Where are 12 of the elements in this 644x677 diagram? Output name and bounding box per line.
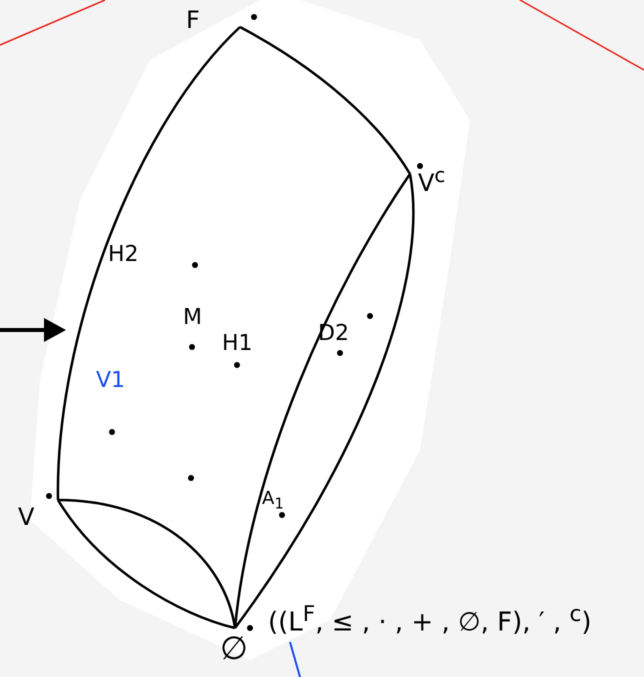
- structure-formula: ((L$^{F}$, ≤ , · , + , ∅, F), ′ , $^{c}$): [268, 604, 592, 636]
- region-label: H2: [108, 244, 139, 266]
- lattice-curve: [56, 26, 241, 500]
- lattice-curve: [239, 26, 412, 175]
- region-label: A$_{1}$: [262, 490, 284, 512]
- region-label: V1: [96, 370, 126, 392]
- vertex-label: V$^{c}$: [418, 165, 454, 193]
- region-label: M: [183, 307, 202, 329]
- vertex-label: F: [186, 8, 246, 30]
- region-label: H1: [222, 333, 253, 355]
- vertex-label: V: [18, 505, 50, 533]
- vertex-label: ∅: [220, 630, 252, 670]
